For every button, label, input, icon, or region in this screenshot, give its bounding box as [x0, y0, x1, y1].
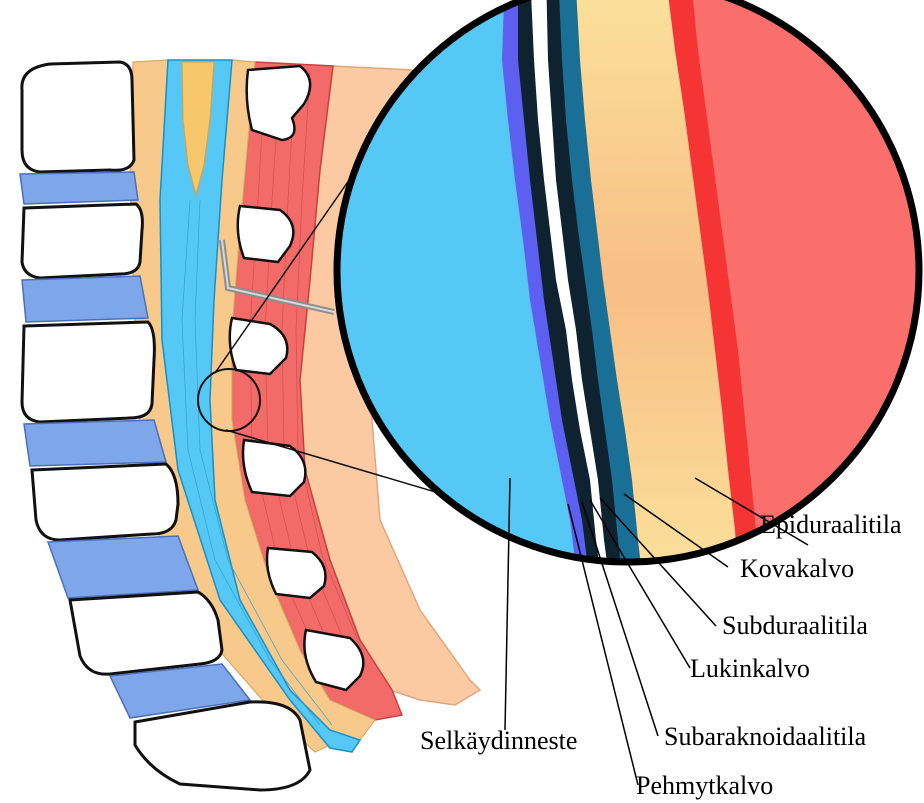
- label-pehmytkalvo: Pehmytkalvo: [636, 771, 773, 800]
- spinous-process: [267, 548, 326, 598]
- vertebral-body: [22, 322, 154, 422]
- label-epiduraalitila: Epiduraalitila: [760, 510, 902, 539]
- vertebral-body: [70, 592, 222, 674]
- intervertebral-disc: [24, 420, 166, 466]
- label-lukinkalvo: Lukinkalvo: [690, 654, 810, 683]
- label-selkaydinneste: Selkäydinneste: [420, 726, 577, 755]
- intervertebral-disc: [48, 536, 198, 598]
- label-kovakalvo: Kovakalvo: [740, 554, 854, 583]
- label-subaraknoidaalitila: Subaraknoidaalitila: [664, 722, 867, 751]
- vertebral-body: [22, 204, 142, 278]
- vertebral-body: [22, 62, 134, 172]
- vertebral-body: [32, 464, 178, 540]
- sacrum: [135, 702, 310, 790]
- spinous-process: [238, 206, 294, 262]
- intervertebral-disc: [22, 276, 148, 322]
- label-subduraalitila: Subduraalitila: [722, 611, 868, 640]
- intervertebral-disc: [20, 172, 138, 204]
